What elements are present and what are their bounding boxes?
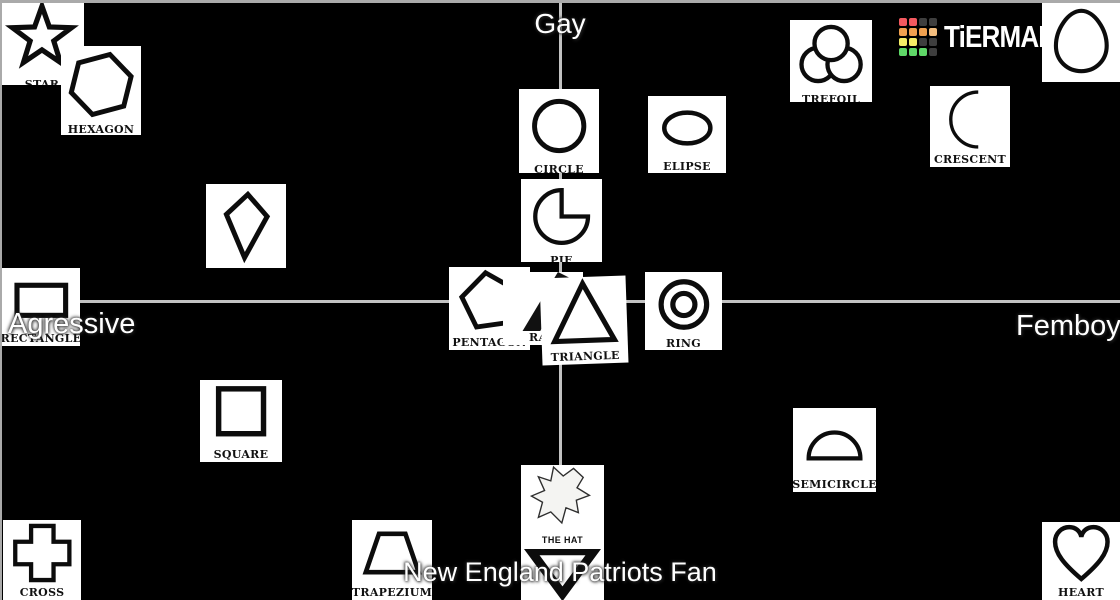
- tile-label: PIE: [550, 254, 573, 262]
- tile-label: STAR: [24, 78, 60, 85]
- tiermaker-grid-cell: [899, 18, 907, 26]
- window-left-edge: [0, 0, 2, 600]
- tile-label: SEMICIRCLE: [793, 478, 876, 491]
- tiermaker-grid-icon: [899, 18, 937, 56]
- kite-icon: [223, 190, 270, 264]
- tile-label: THE HAT: [541, 535, 584, 545]
- tile-label: SQUARE: [213, 448, 269, 461]
- tile-label: TRAPEZIUM: [352, 586, 432, 599]
- tile-label: ELIPSE: [663, 160, 711, 173]
- shape-tile-downtri[interactable]: [521, 548, 604, 600]
- shape-tile-hat[interactable]: THE HAT: [521, 465, 604, 548]
- shape-tile-crescent[interactable]: CRESCENT: [930, 86, 1010, 167]
- tile-label: HEART: [1058, 586, 1104, 599]
- tile-label: HEXAGON: [67, 123, 135, 135]
- tiermaker-grid-cell: [929, 18, 937, 26]
- trefoil-icon: [799, 24, 863, 84]
- downtri-icon: [523, 549, 602, 600]
- trapezium-icon: [362, 531, 422, 575]
- tile-label: TRIANGLE: [550, 348, 620, 365]
- shape-tile-egg[interactable]: [1042, 0, 1120, 82]
- shape-tile-cross[interactable]: CROSS: [3, 520, 81, 600]
- shape-tile-pie[interactable]: PIE: [521, 179, 602, 262]
- cross-icon: [12, 523, 72, 583]
- tiermaker-grid-cell: [919, 48, 927, 56]
- shape-tile-heart[interactable]: HEART: [1042, 522, 1120, 600]
- shape-tile-elipse[interactable]: ELIPSE: [648, 96, 726, 173]
- tiermaker-grid-cell: [899, 38, 907, 46]
- tiermaker-grid-cell: [919, 18, 927, 26]
- tiermaker-grid-cell: [909, 28, 917, 36]
- tile-label: CIRCLE: [534, 163, 584, 173]
- shape-tile-ring[interactable]: RING: [645, 272, 722, 350]
- tiermaker-grid-cell: [929, 38, 937, 46]
- shape-tile-semicircle[interactable]: SEMICIRCLE: [793, 408, 876, 492]
- window-top-edge: [0, 0, 1120, 3]
- crescent-icon: [948, 90, 979, 149]
- hat-icon: [529, 465, 591, 525]
- egg-icon: [1053, 8, 1109, 74]
- elipse-icon: [661, 110, 713, 146]
- shape-tile-triangle[interactable]: TRIANGLE: [539, 275, 629, 366]
- tiermaker-grid-cell: [919, 28, 927, 36]
- star-icon: [5, 1, 79, 69]
- shape-tile-hexagon[interactable]: HEXAGON: [61, 46, 141, 135]
- tile-label: CRESCENT: [933, 153, 1006, 166]
- shape-tile-trapezium[interactable]: TRAPEZIUM: [352, 520, 432, 600]
- axis-label-right: Femboy: [1016, 310, 1120, 342]
- axis-label-top: Gay: [534, 8, 586, 39]
- shape-tile-square[interactable]: SQUARE: [200, 380, 282, 462]
- semicircle-icon: [806, 430, 863, 461]
- pie-icon: [532, 187, 591, 245]
- tiermaker-grid-cell: [909, 38, 917, 46]
- tiermaker-grid-cell: [909, 48, 917, 56]
- tile-label: CROSS: [19, 586, 65, 599]
- square-icon: [215, 386, 267, 437]
- shape-tile-kite[interactable]: [206, 184, 286, 268]
- tiermaker-grid-cell: [899, 48, 907, 56]
- axis-label-bottom: New England Patriots Fan: [403, 557, 717, 587]
- triangle-icon: [550, 278, 619, 345]
- rectangle-icon: [14, 282, 68, 318]
- tiermaker-grid-cell: [929, 28, 937, 36]
- tile-label: RECTANGLE: [2, 332, 80, 345]
- heart-icon: [1052, 524, 1110, 582]
- tiermaker-grid-cell: [899, 28, 907, 36]
- tile-label: TREFOIL: [801, 93, 861, 102]
- tile-label: RING: [666, 337, 701, 350]
- circle-icon: [531, 98, 587, 154]
- tiermaker-grid-cell: [909, 18, 917, 26]
- axis-label-left: Agressive: [8, 308, 136, 340]
- shape-tile-trefoil[interactable]: TREFOIL: [790, 20, 872, 102]
- shape-tile-circle[interactable]: CIRCLE: [519, 89, 599, 173]
- shape-tile-rectangle[interactable]: RECTANGLE: [2, 268, 80, 346]
- tiermaker-grid-cell: [929, 48, 937, 56]
- tiermaker-grid-cell: [919, 38, 927, 46]
- ring-icon: [658, 279, 709, 330]
- hexagon-icon: [68, 51, 134, 118]
